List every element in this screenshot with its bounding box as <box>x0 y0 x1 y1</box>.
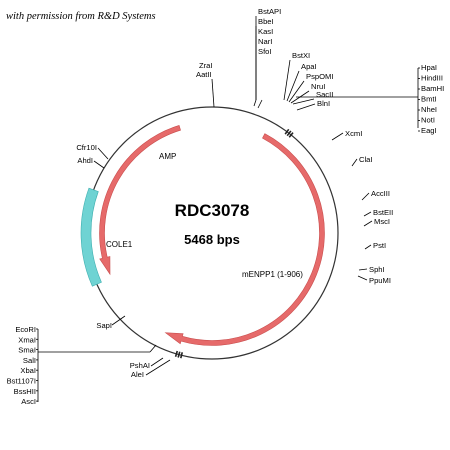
leader-line <box>149 344 157 353</box>
site-label-top: SfoI <box>258 47 272 56</box>
site-label-lower-left: Bst1107I <box>7 377 36 386</box>
site-label-lower-left: BssHII <box>14 387 36 396</box>
leader-line <box>364 244 372 250</box>
site-tick-mark <box>174 350 179 357</box>
plasmid-size: 5468 bps <box>184 232 240 247</box>
site-label-sapi: SapI <box>96 321 112 330</box>
leader-line <box>296 103 316 111</box>
leader-line <box>283 59 291 101</box>
site-label-bstxi-group: BlnI <box>317 99 330 108</box>
site-label-lower-left: SmaI <box>18 346 36 355</box>
site-label-alei: AleI <box>131 370 144 379</box>
site-label-lower-left: SalI <box>23 356 36 365</box>
site-label-bstxi-group: PspOMI <box>306 72 333 81</box>
leader-line <box>351 158 358 167</box>
insert-label: mENPP1 (1-906) <box>242 270 303 279</box>
amp-label: AMP <box>159 152 176 161</box>
leader-line <box>361 192 370 201</box>
site-tick-mark <box>286 130 292 137</box>
site-label-lower-left: AscI <box>21 397 36 406</box>
site-label-mcs: NotI <box>421 116 435 125</box>
site-label-mcs: HindIII <box>421 74 443 83</box>
plasmid-name: RDC3078 <box>175 201 250 220</box>
leader-line <box>288 80 305 103</box>
leader-line <box>358 268 368 271</box>
site-label-right: PpuMI <box>369 276 391 285</box>
leader-line <box>286 70 300 102</box>
site-label-right: AccIII <box>371 189 390 198</box>
site-tick-mark <box>177 351 181 358</box>
site-label-mcs: EagI <box>421 126 437 135</box>
leader-line <box>111 315 126 326</box>
leader-line <box>357 275 368 281</box>
leader-line <box>97 147 109 160</box>
site-label-bstxi-group: BstXI <box>292 51 310 60</box>
leader-line <box>257 99 263 109</box>
leader-line <box>145 359 171 376</box>
cole1-feature <box>80 187 102 287</box>
site-label-bstxi-group: ApaI <box>301 62 317 71</box>
leader-line <box>211 78 215 108</box>
leader-line <box>331 132 344 141</box>
leader-line <box>253 99 257 107</box>
site-label-lower-left: XbaI <box>20 366 36 375</box>
permission-note: with permission from R&D Systems <box>6 11 156 22</box>
site-label-top: NarI <box>258 37 272 46</box>
site-label-aatii: AatII <box>196 70 212 79</box>
site-label-lower-left: XmaI <box>18 335 36 344</box>
site-label-right: ClaI <box>359 155 373 164</box>
site-label-mcs: BamHI <box>421 84 444 93</box>
restriction-site-leaders <box>36 16 420 402</box>
site-label-top: BbeI <box>258 17 274 26</box>
site-tick-mark <box>180 352 184 359</box>
site-label-bstxi-group: SacII <box>316 90 333 99</box>
site-label-lower-left: EcoRI <box>15 325 36 334</box>
insert-feature-arrow <box>164 133 325 346</box>
site-label-right: SphI <box>369 265 385 274</box>
site-label-mcs: BmtI <box>421 95 437 104</box>
site-label-right: XcmI <box>345 129 362 138</box>
site-tick-mark <box>284 128 290 135</box>
site-label-ahdi: AhdI <box>77 156 93 165</box>
site-label-right: MscI <box>374 217 390 226</box>
site-tick-mark <box>288 132 294 138</box>
site-label-bstxi-group: NruI <box>311 82 325 91</box>
site-label-pshai: PshAI <box>130 361 150 370</box>
cole1-label: COLE1 <box>106 240 133 249</box>
leader-line <box>150 357 164 367</box>
site-label-right: PstI <box>373 241 386 250</box>
bottom-marker <box>174 350 184 359</box>
leader-line <box>363 211 372 217</box>
site-label-right: BstEII <box>373 208 393 217</box>
mcs-marker <box>284 128 294 138</box>
leader-line <box>292 98 315 105</box>
site-label-top: BstAPI <box>258 7 281 16</box>
leader-line <box>93 160 105 169</box>
site-label-mcs: HpaI <box>421 63 437 72</box>
amp-feature-arrow <box>99 125 181 276</box>
site-label-zrai: ZraI <box>199 61 213 70</box>
site-label-mcs: NheI <box>421 105 437 114</box>
leader-line <box>363 220 373 227</box>
site-label-top: KasI <box>258 27 273 36</box>
site-label-cfr10i: Cfr10I <box>76 143 97 152</box>
